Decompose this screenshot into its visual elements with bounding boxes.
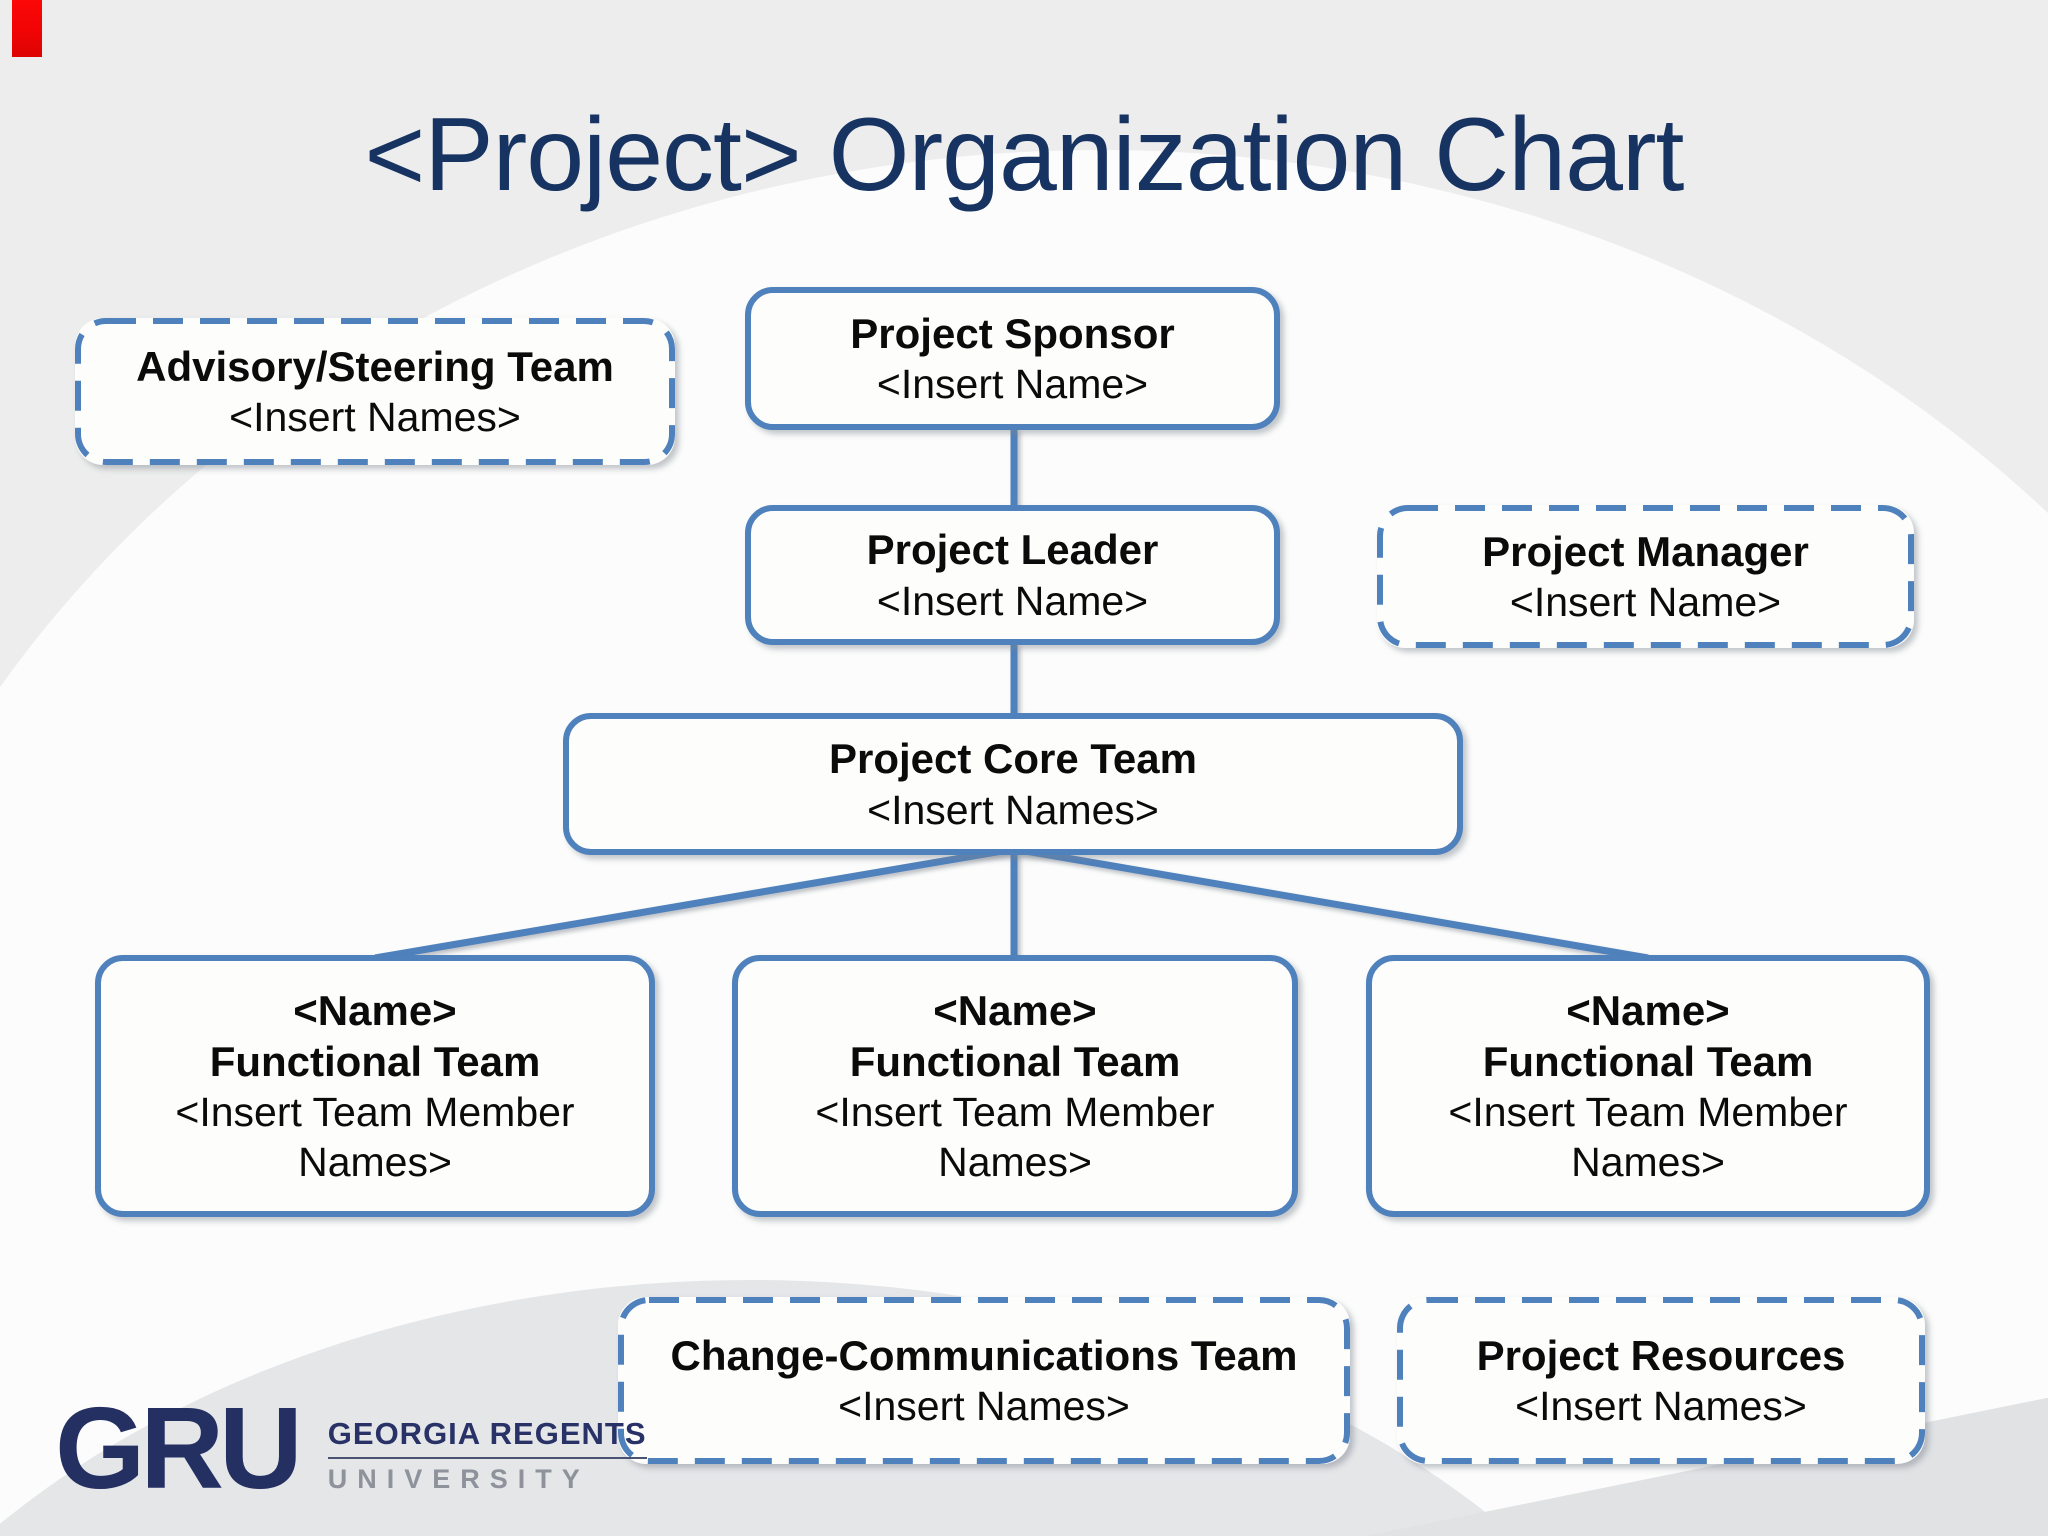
gru-logo-line2: UNIVERSITY xyxy=(327,1464,590,1494)
change-communications-team-box: Change-Communications Team <Insert Names… xyxy=(618,1297,1350,1464)
node-name: <Name> xyxy=(293,986,457,1034)
gru-logo-line1: GEORGIA REGENTS xyxy=(327,1416,647,1459)
node-label: Project Leader xyxy=(866,526,1159,574)
project-sponsor-box: Project Sponsor <Insert Name> xyxy=(745,287,1280,430)
node-value: <Insert Names> xyxy=(229,394,521,441)
project-resources-box: Project Resources <Insert Names> xyxy=(1397,1297,1925,1464)
project-manager-box: Project Manager <Insert Name> xyxy=(1377,505,1914,648)
node-label: Functional Team xyxy=(1482,1037,1814,1085)
page-title: <Project> Organization Chart xyxy=(364,97,1685,213)
node-label: Functional Team xyxy=(849,1037,1181,1085)
project-core-team-box: Project Core Team <Insert Names> xyxy=(563,713,1463,855)
node-value: <Insert Name> xyxy=(1509,579,1782,626)
functional-team-center-box: <Name> Functional Team <Insert Team Memb… xyxy=(732,955,1298,1217)
node-value: <Insert Names> xyxy=(867,786,1159,833)
gru-logo-acronym: GRU xyxy=(55,1383,303,1513)
node-value: <Insert Team Member Names> xyxy=(1448,1089,1848,1186)
functional-team-left-box: <Name> Functional Team <Insert Team Memb… xyxy=(95,955,655,1217)
node-value: <Insert Names> xyxy=(1515,1383,1807,1430)
gru-logo: GRU GEORGIA REGENTS UNIVERSITY xyxy=(55,1390,647,1506)
node-label: Project Resources xyxy=(1476,1331,1846,1379)
red-corner-tab xyxy=(12,0,42,57)
advisory-steering-team-box: Advisory/Steering Team <Insert Names> xyxy=(75,318,675,465)
node-value: <Insert Team Member Names> xyxy=(815,1089,1215,1186)
node-value: <Insert Names> xyxy=(838,1383,1130,1430)
node-name: <Name> xyxy=(933,986,1097,1034)
gru-logo-wordmark: GEORGIA REGENTS UNIVERSITY xyxy=(327,1416,647,1495)
functional-team-right-box: <Name> Functional Team <Insert Team Memb… xyxy=(1366,955,1930,1217)
node-label: Project Core Team xyxy=(828,735,1197,783)
node-value: <Insert Name> xyxy=(876,577,1149,624)
node-label: Advisory/Steering Team xyxy=(136,342,614,390)
node-label: Functional Team xyxy=(209,1037,541,1085)
node-value: <Insert Team Member Names> xyxy=(175,1089,575,1186)
node-name: <Name> xyxy=(1566,986,1730,1034)
node-label: Project Sponsor xyxy=(850,309,1175,357)
node-value: <Insert Name> xyxy=(876,361,1149,408)
node-label: Change-Communications Team xyxy=(670,1331,1298,1379)
project-leader-box: Project Leader <Insert Name> xyxy=(745,505,1280,645)
node-label: Project Manager xyxy=(1482,527,1809,575)
